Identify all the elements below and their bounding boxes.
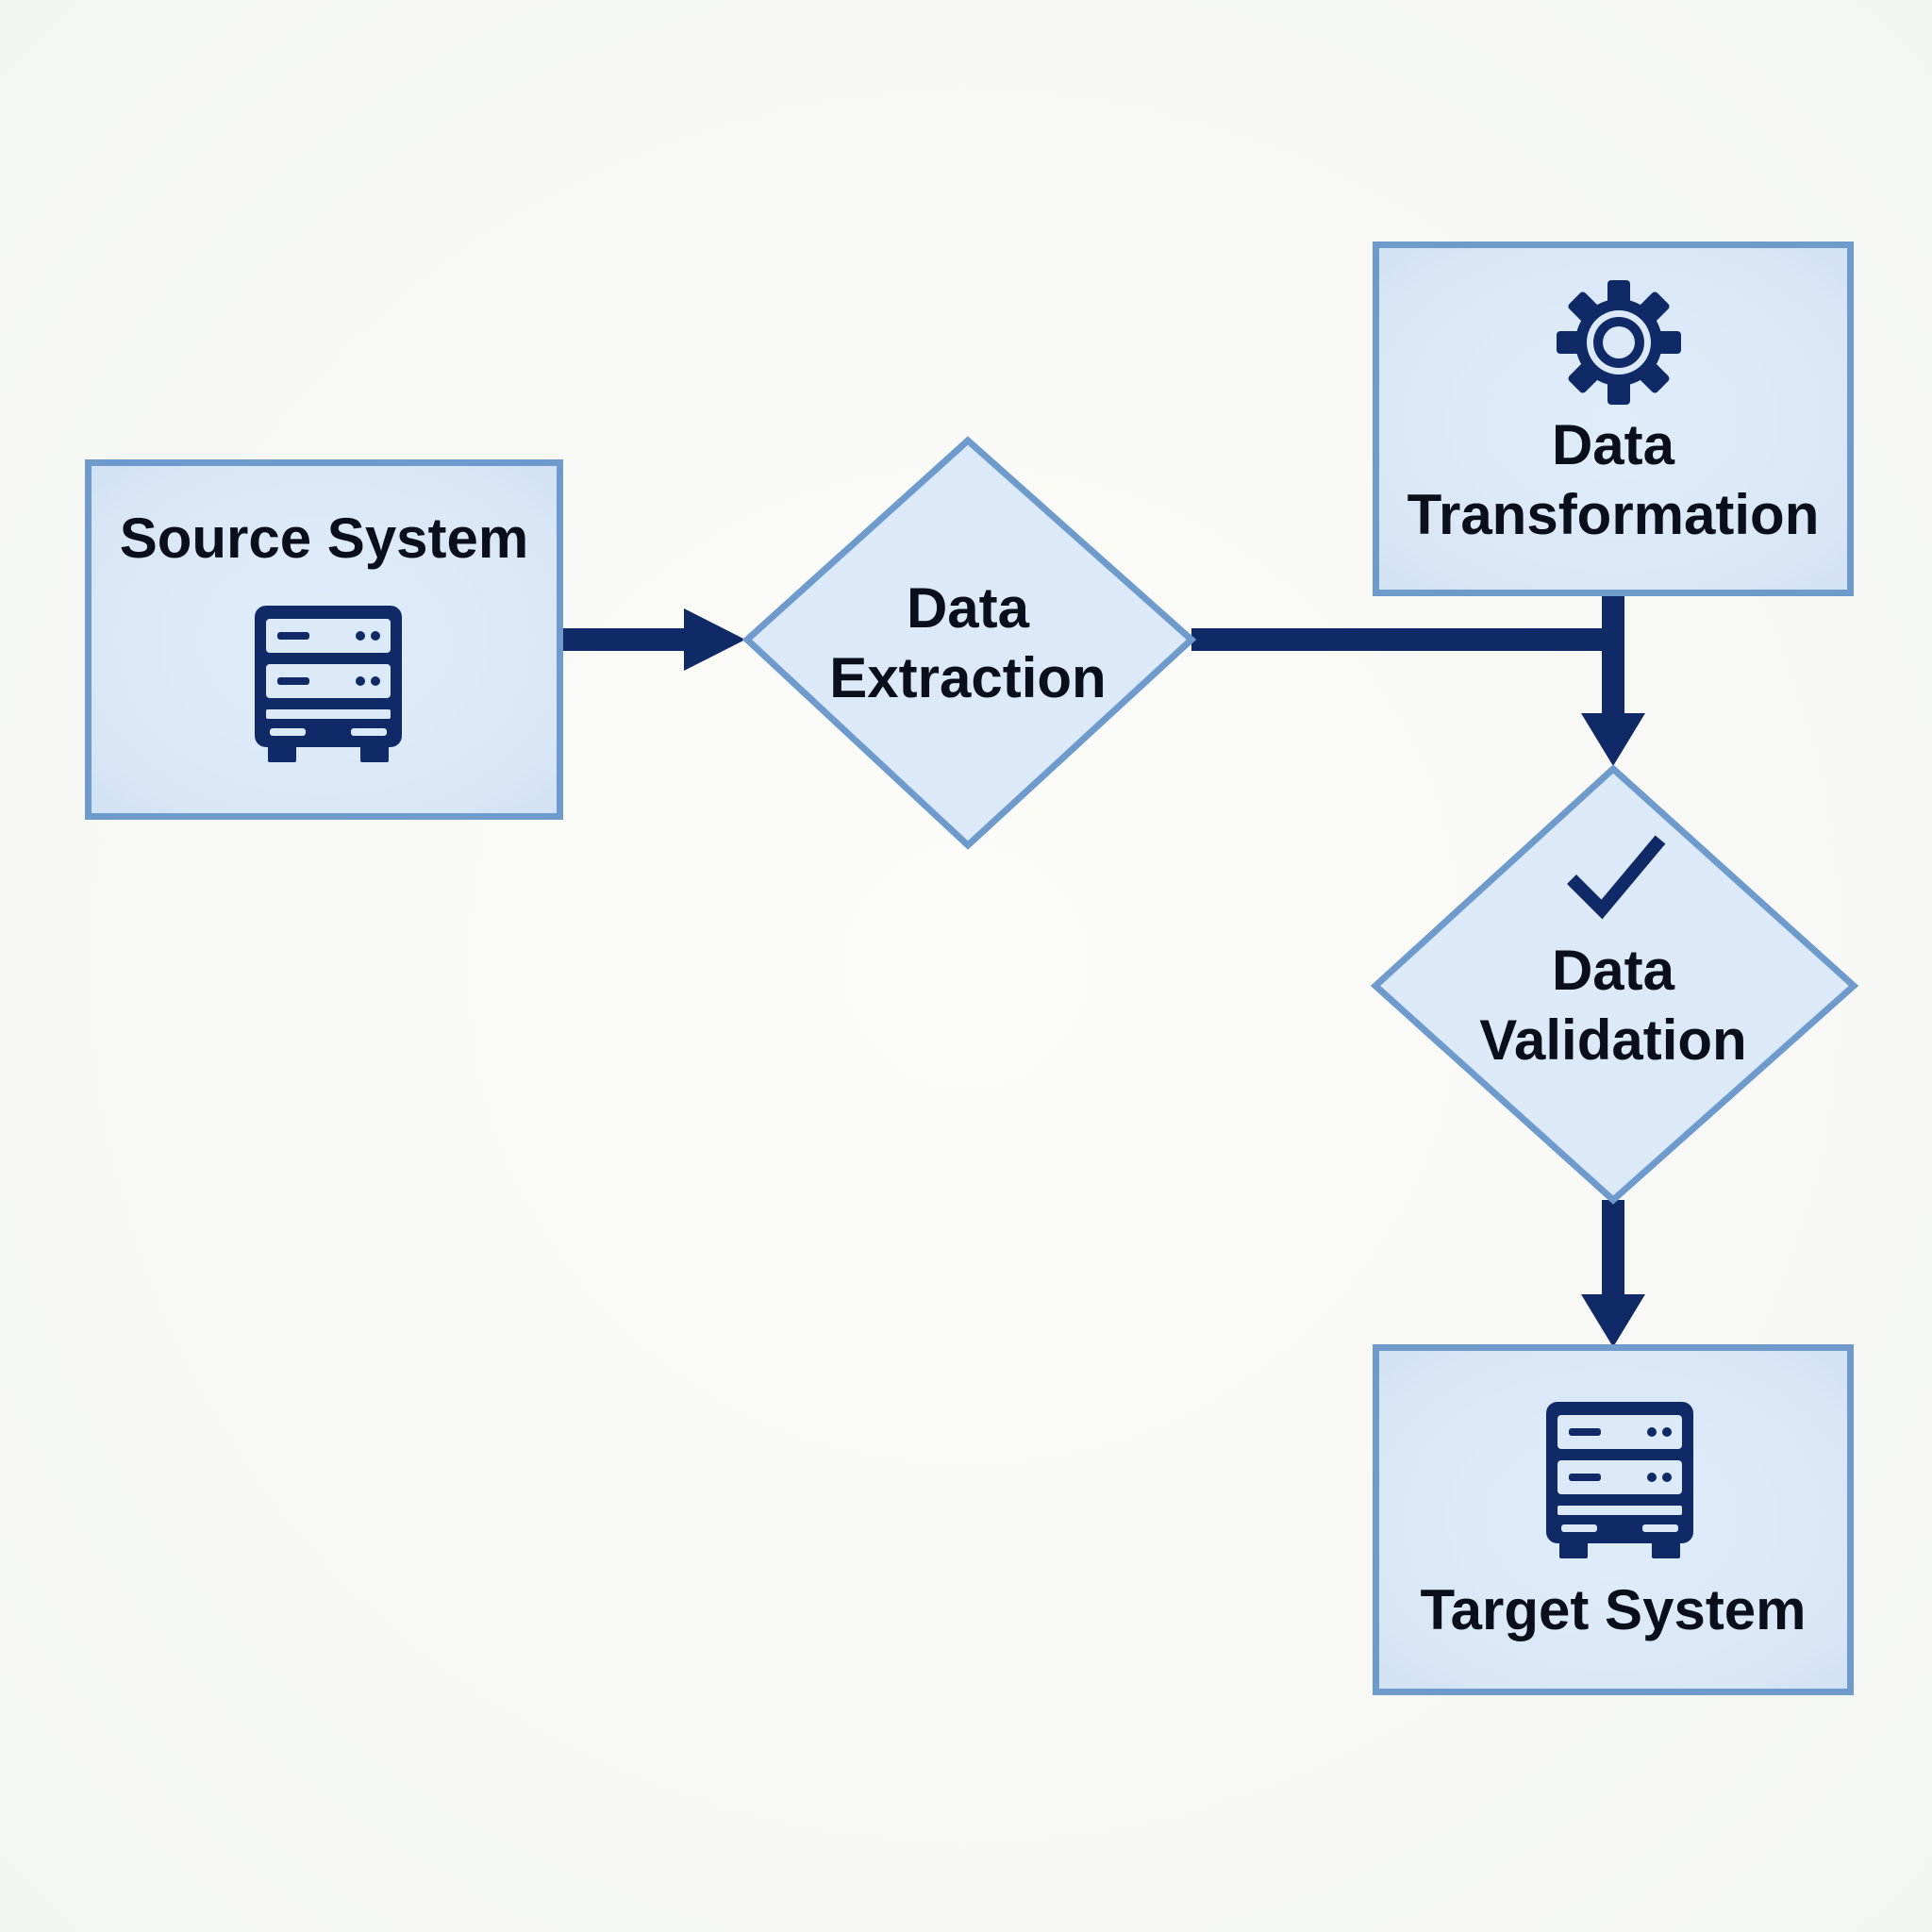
node-data-validation-shape bbox=[1370, 764, 1859, 1205]
node-data-validation-label[interactable]: Data Validation bbox=[1479, 939, 1747, 1072]
node-source-system[interactable]: Source System bbox=[85, 459, 563, 820]
node-data-transformation[interactable]: Data Transformation bbox=[1373, 242, 1854, 596]
node-target-system-label: Target System bbox=[1420, 1578, 1807, 1641]
node-target-system[interactable]: Target System bbox=[1373, 1344, 1854, 1695]
arrowhead-source-to-extraction bbox=[684, 608, 745, 671]
server-icon bbox=[1546, 1402, 1693, 1558]
node-data-extraction-shape bbox=[741, 436, 1197, 850]
node-data-transformation-label: Data Transformation bbox=[1407, 413, 1820, 546]
arrowhead-to-validation bbox=[1581, 713, 1645, 766]
checkmark-icon bbox=[1567, 835, 1666, 920]
node-source-system-label: Source System bbox=[119, 507, 529, 570]
server-icon bbox=[255, 606, 402, 762]
gear-icon bbox=[1557, 280, 1681, 405]
arrowhead-to-target bbox=[1581, 1294, 1645, 1347]
node-data-extraction-label[interactable]: Data Extraction bbox=[829, 576, 1107, 709]
